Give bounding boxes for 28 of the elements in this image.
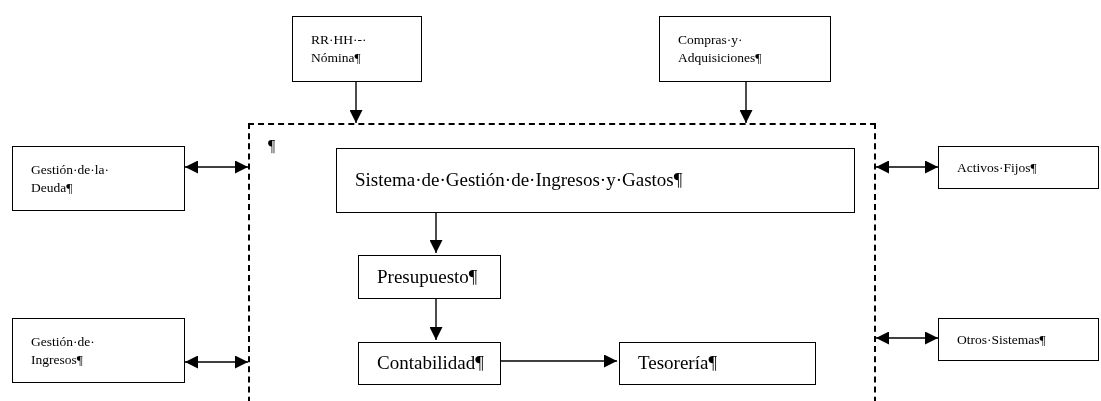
arrow <box>739 81 753 124</box>
arrow <box>875 160 939 174</box>
box-label: Tesorería¶ <box>638 353 717 374</box>
box-label: Gestión·de·la· Deuda¶ <box>31 160 110 197</box>
box-label: Presupuesto¶ <box>377 266 478 288</box>
arrow <box>875 331 939 345</box>
arrow <box>184 160 249 174</box>
process-box <box>938 318 1099 361</box>
process-box <box>12 318 185 383</box>
process-box <box>938 146 1099 189</box>
arrow <box>349 81 363 124</box>
process-box <box>358 255 501 299</box>
process-box <box>659 16 831 82</box>
box-label: RR·HH·-· Nómina¶ <box>311 31 368 67</box>
box-label: Compras·y· Adquisiciones¶ <box>678 31 763 67</box>
process-box <box>336 148 855 213</box>
process-box <box>12 146 185 211</box>
process-box <box>358 342 501 385</box>
arrow <box>184 355 249 369</box>
box-label: Activos·Fijos¶ <box>957 158 1037 177</box>
process-box <box>619 342 816 385</box>
paragraph-mark: ¶ <box>268 137 276 155</box>
box-label: Contabilidad¶ <box>377 353 484 374</box>
box-label: Otros·Sistemas¶ <box>957 330 1046 349</box>
box-label: Gestión·de· Ingresos¶ <box>31 332 96 369</box>
dashed-boundary <box>248 123 876 401</box>
process-box <box>292 16 422 82</box>
box-label: Sistema·de·Gestión·de·Ingresos·y·Gastos¶ <box>355 170 683 191</box>
